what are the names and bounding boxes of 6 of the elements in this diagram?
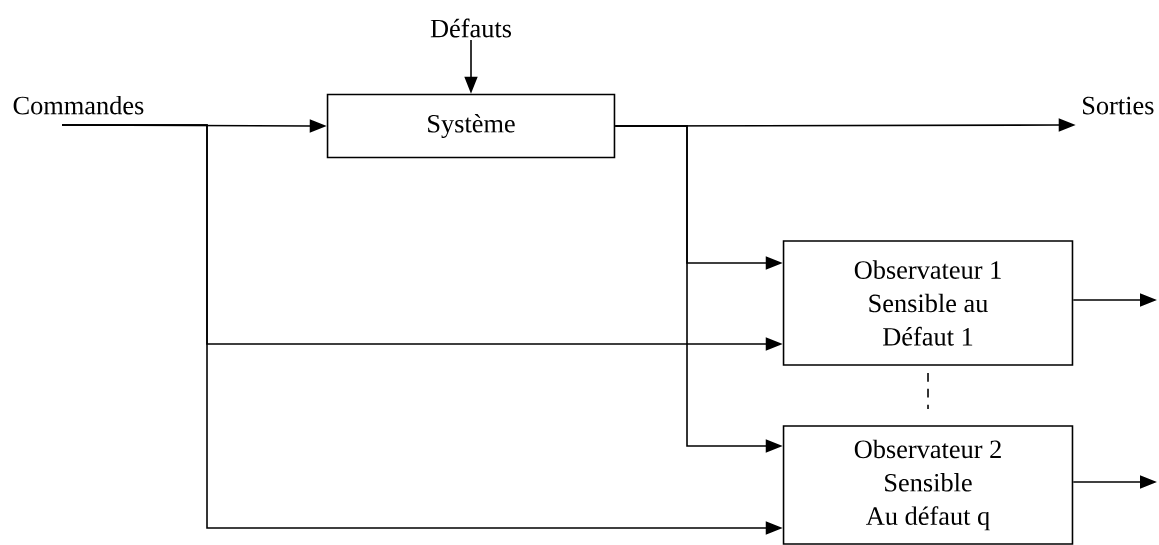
process-box: Système — [326, 93, 616, 159]
output-label: Sorties — [1083, 96, 1154, 115]
input-label: Commandes — [13, 95, 144, 115]
process-box: Observateur 1 Sensible au Défaut 1 — [782, 240, 1074, 366]
input-label: Défauts — [430, 18, 511, 38]
process-box: Observateur 2 Sensible Au défaut q — [782, 425, 1074, 545]
